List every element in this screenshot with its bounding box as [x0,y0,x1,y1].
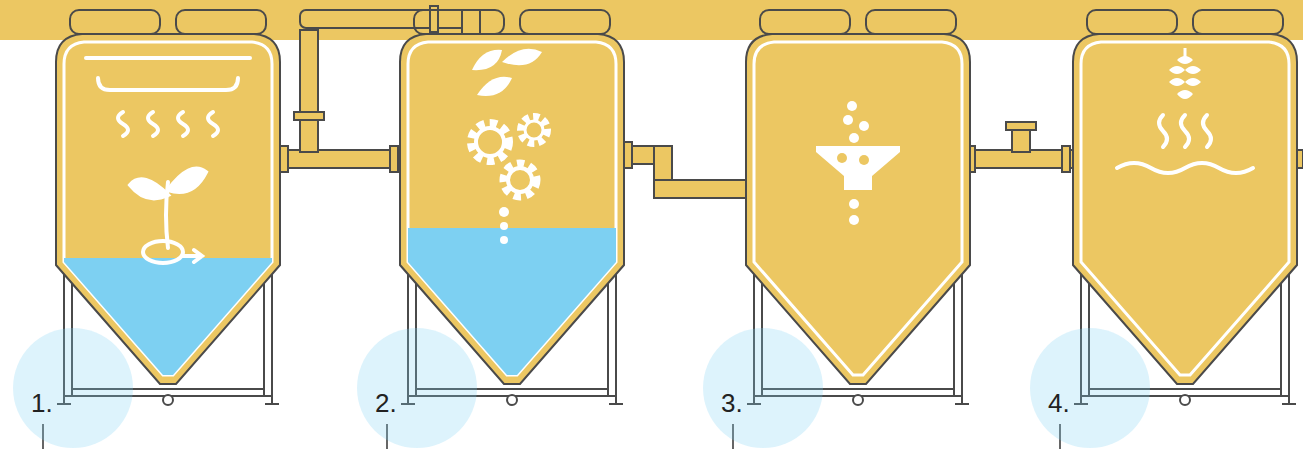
callout-number: 3. [721,388,743,418]
callout-number: 1. [31,388,53,418]
number-circle: 3. [703,328,823,448]
callout-number: 2. [375,388,397,418]
number-circle: 1. [13,328,133,448]
number-circle: 2. [357,328,477,448]
number-circle: 4. [1030,328,1150,448]
callout-number: 4. [1048,388,1070,418]
